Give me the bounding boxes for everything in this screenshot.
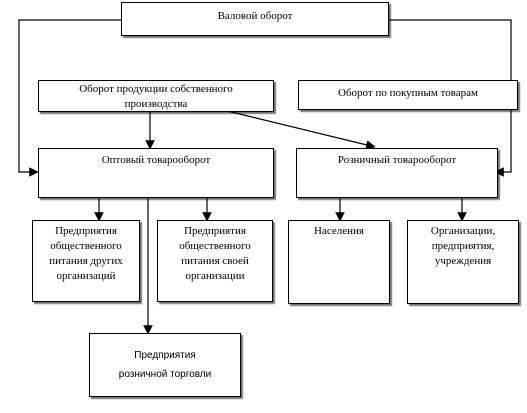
node-retail-trade: Предприятия розничной торговли xyxy=(89,333,241,397)
node-retail: Розничный товарооборот xyxy=(296,148,498,198)
node-wholesale: Оптовый товарооборот xyxy=(38,148,274,198)
connector-own-to-retail xyxy=(214,107,376,150)
node-catering-other-label: Предприятия общественного питания других… xyxy=(49,225,123,282)
node-retail-trade-label: Предприятия розничной торговли xyxy=(118,350,212,380)
node-gross-turnover-label: Валовой оборот xyxy=(217,10,293,22)
node-own-production: Оборот продукции собственного производст… xyxy=(38,80,274,112)
node-gross-turnover: Валовой оборот xyxy=(121,2,389,36)
node-retail-label: Розничный товарооборот xyxy=(337,154,457,166)
node-own-production-label: Оборот продукции собственного производст… xyxy=(79,83,233,110)
node-organizations-label: Организации, предприятия, учреждения xyxy=(430,225,496,267)
node-wholesale-label: Оптовый товарооборот xyxy=(101,154,211,166)
node-organizations: Организации, предприятия, учреждения xyxy=(407,220,519,304)
node-population: Населения xyxy=(288,220,390,304)
node-purchased-goods: Оборот по покупным товарам xyxy=(298,80,518,110)
node-catering-other: Предприятия общественного питания других… xyxy=(32,220,140,302)
node-catering-own-label: Предприятия общественного питания своей … xyxy=(179,225,251,282)
node-population-label: Населения xyxy=(314,225,364,237)
node-catering-own: Предприятия общественного питания своей … xyxy=(157,220,273,302)
node-purchased-goods-label: Оборот по покупным товарам xyxy=(338,87,478,99)
